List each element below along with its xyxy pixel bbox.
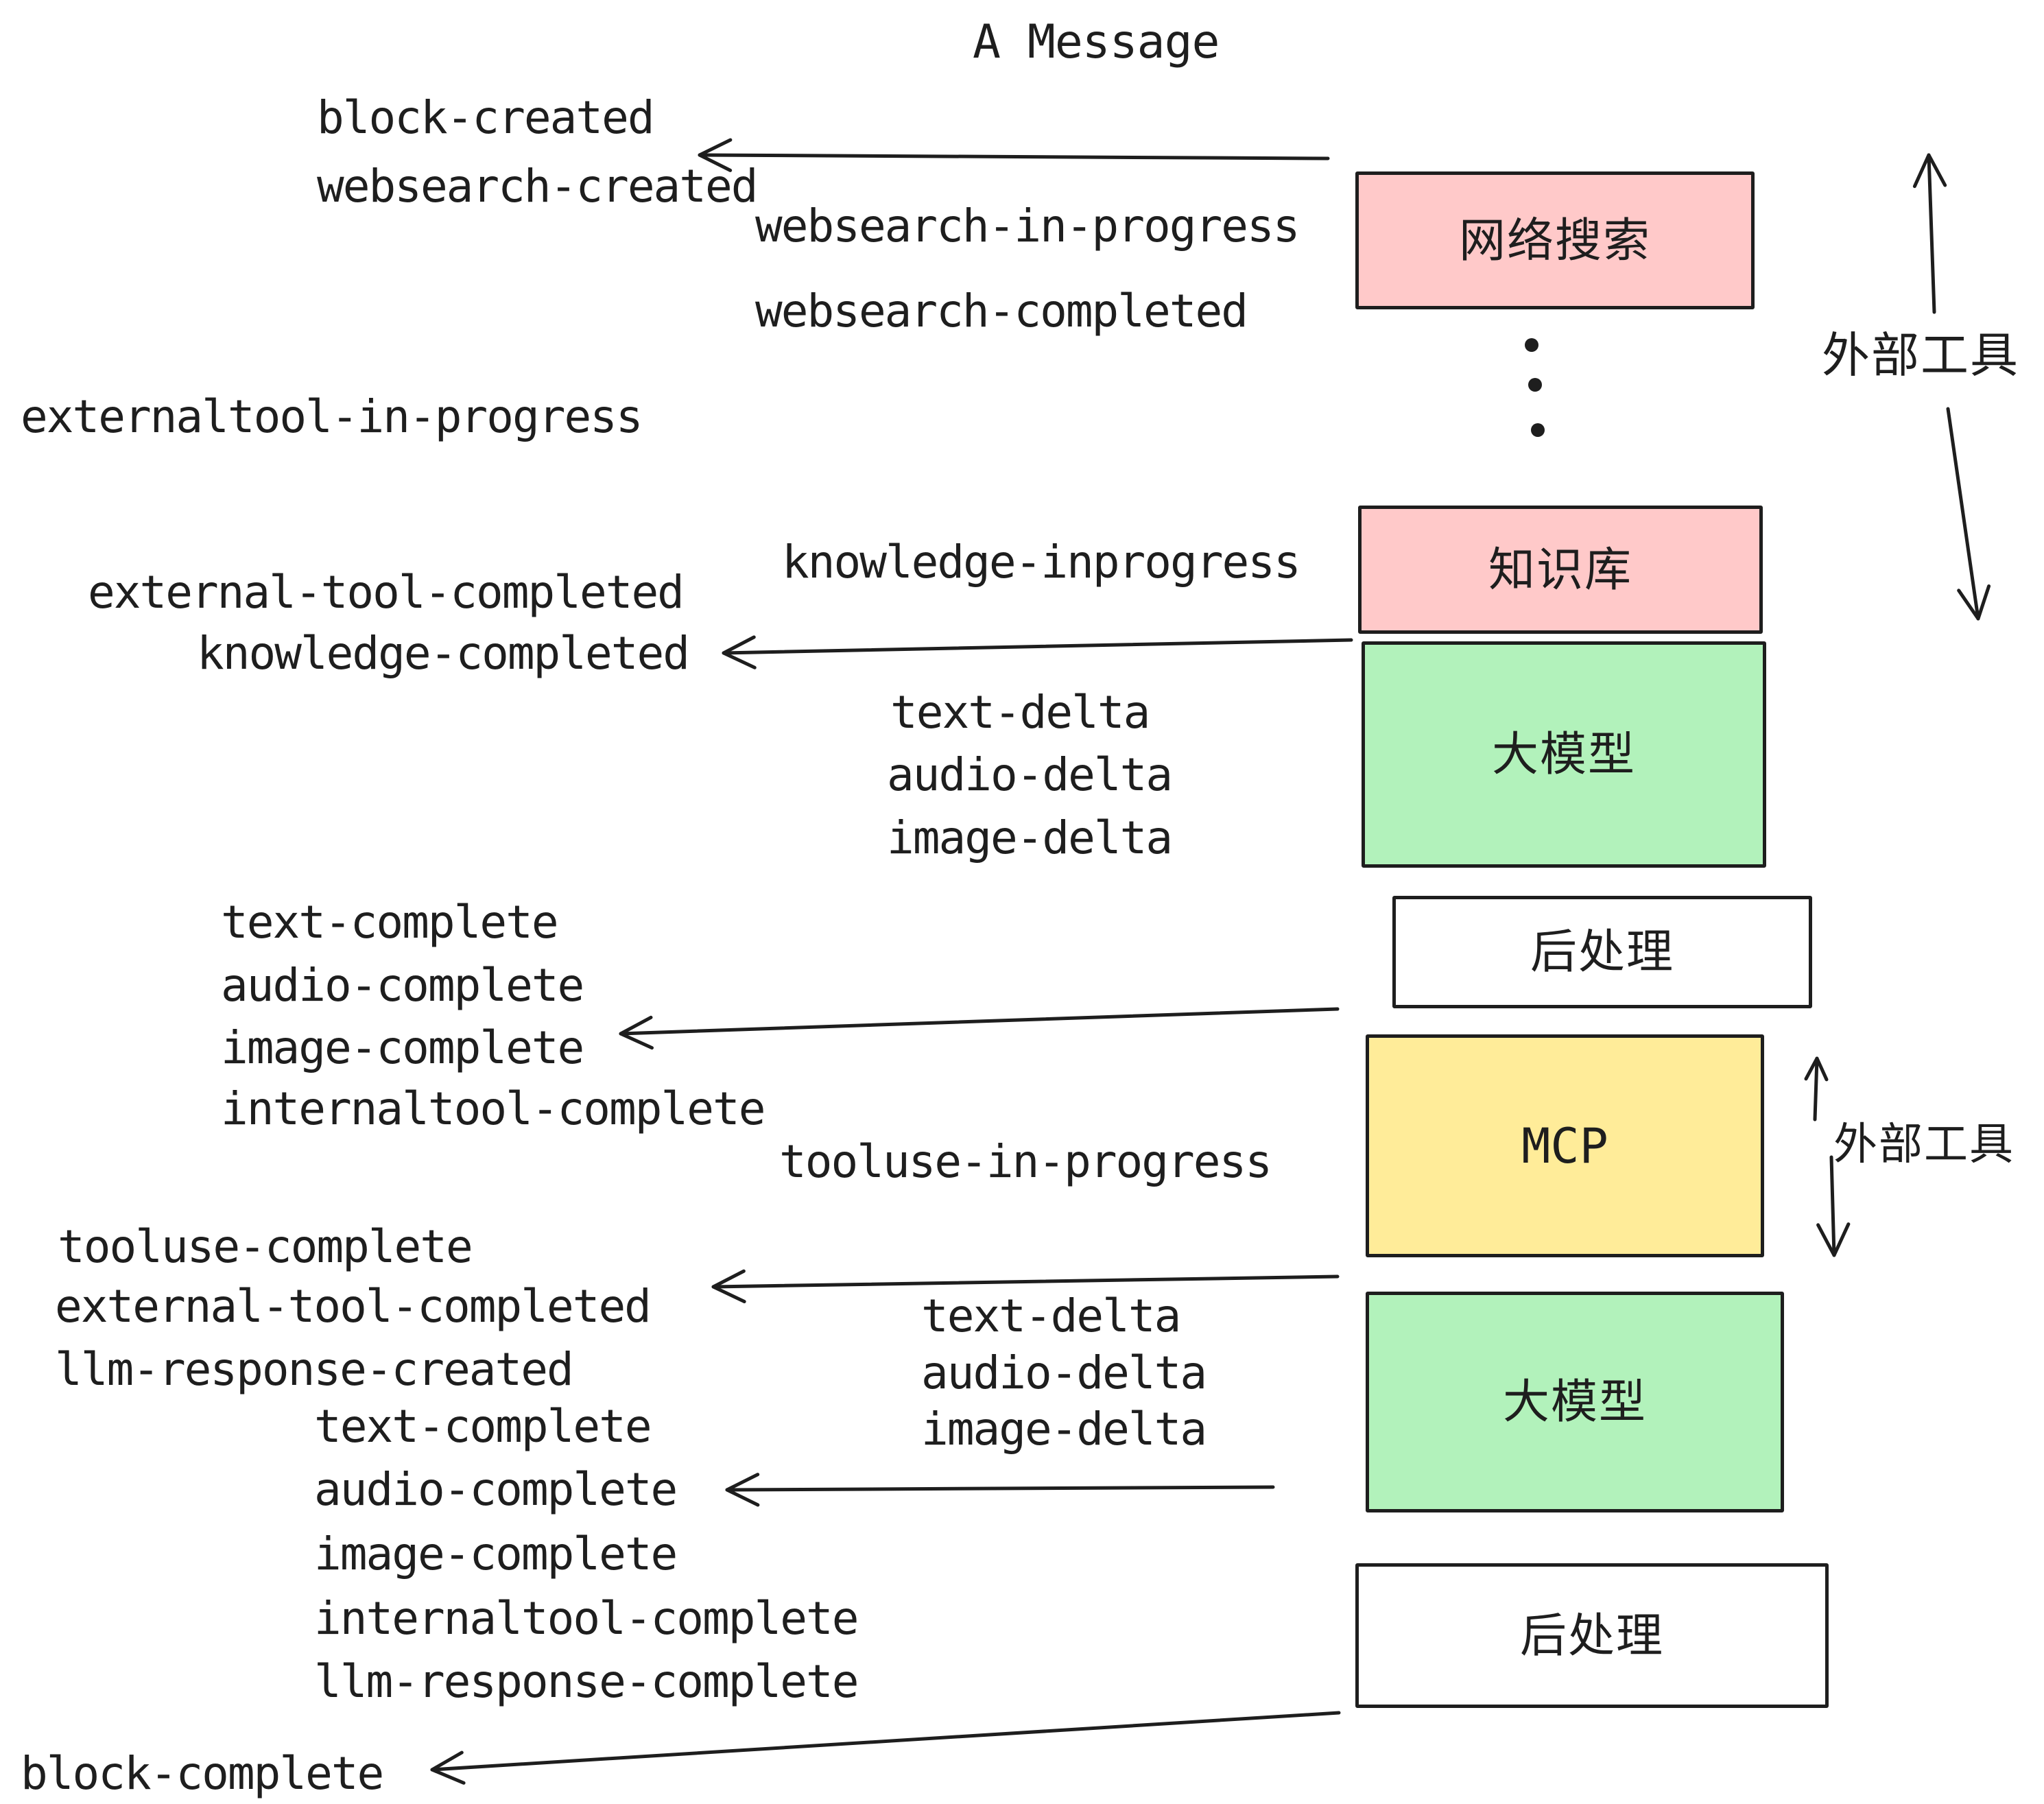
- event-label: externaltool-in-progress: [21, 390, 643, 443]
- box-llm-2: 大模型: [1366, 1292, 1784, 1512]
- arrow-to-external-tool-completed: [711, 1269, 1340, 1303]
- ellipsis-dot: [1531, 423, 1545, 437]
- event-label: internaltool-complete: [221, 1082, 765, 1135]
- box-label: 知识库: [1488, 543, 1632, 596]
- arrow-to-knowledge-completed: [722, 635, 1353, 669]
- event-label: websearch-in-progress: [755, 200, 1300, 252]
- event-label: websearch-completed: [755, 285, 1248, 337]
- external-tools-up-arrow-1: [1912, 153, 1947, 314]
- event-label: text-delta: [890, 686, 1150, 739]
- box-label: 后处理: [1519, 1609, 1664, 1662]
- event-label: external-tool-completed: [88, 566, 685, 619]
- box-llm-1: 大模型: [1362, 641, 1766, 868]
- event-label: knowledge-inprogress: [782, 536, 1301, 589]
- event-label: external-tool-completed: [55, 1280, 652, 1333]
- event-label: websearch-created: [317, 160, 759, 213]
- box-postprocess-1: 后处理: [1392, 896, 1812, 1008]
- box-label: 网络搜索: [1458, 214, 1651, 267]
- arrow-to-audio-complete: [725, 1473, 1275, 1507]
- arrow-to-block-created: [698, 138, 1330, 172]
- event-label: text-delta: [921, 1290, 1181, 1342]
- diagram-title: A Message: [973, 15, 1220, 69]
- external-tools-up-arrow-2: [1804, 1056, 1829, 1121]
- box-label: 大模型: [1502, 1376, 1647, 1428]
- event-label: text-complete: [221, 896, 559, 949]
- event-label: tooluse-complete: [58, 1220, 473, 1273]
- event-label: text-complete: [314, 1400, 652, 1453]
- event-label: knowledge-completed: [197, 627, 690, 680]
- event-label: image-delta: [887, 811, 1173, 864]
- event-label: audio-complete: [314, 1463, 678, 1516]
- event-label: audio-complete: [221, 959, 584, 1012]
- box-label: MCP: [1521, 1117, 1608, 1174]
- ellipsis-dot: [1525, 338, 1538, 352]
- event-label: image-delta: [921, 1403, 1207, 1456]
- event-label: llm-response-created: [55, 1343, 574, 1396]
- event-label: image-complete: [314, 1528, 678, 1580]
- ellipsis-dot: [1528, 378, 1542, 392]
- event-label: llm-response-complete: [314, 1655, 859, 1708]
- event-label: block-created: [317, 91, 655, 144]
- box-websearch: 网络搜索: [1355, 171, 1755, 309]
- box-mcp: MCP: [1366, 1034, 1764, 1257]
- arrow-to-block-complete: [430, 1711, 1341, 1785]
- event-label: tooluse-in-progress: [779, 1135, 1272, 1188]
- external-tools-annotation-1: 外部工具: [1822, 329, 2019, 382]
- external-tools-annotation-2: 外部工具: [1833, 1119, 2015, 1169]
- box-label: 大模型: [1491, 728, 1636, 781]
- event-label: audio-delta: [921, 1346, 1207, 1399]
- event-label: block-complete: [21, 1747, 384, 1800]
- arrow-to-image-complete: [619, 1007, 1340, 1050]
- event-label: internaltool-complete: [314, 1592, 859, 1645]
- external-tools-down-arrow-2: [1816, 1155, 1851, 1257]
- event-label: audio-delta: [887, 748, 1173, 801]
- box-knowledge: 知识库: [1358, 506, 1763, 634]
- external-tools-down-arrow-1: [1946, 407, 1991, 621]
- box-postprocess-2: 后处理: [1355, 1563, 1829, 1708]
- box-label: 后处理: [1530, 926, 1674, 978]
- event-label: image-complete: [221, 1021, 584, 1074]
